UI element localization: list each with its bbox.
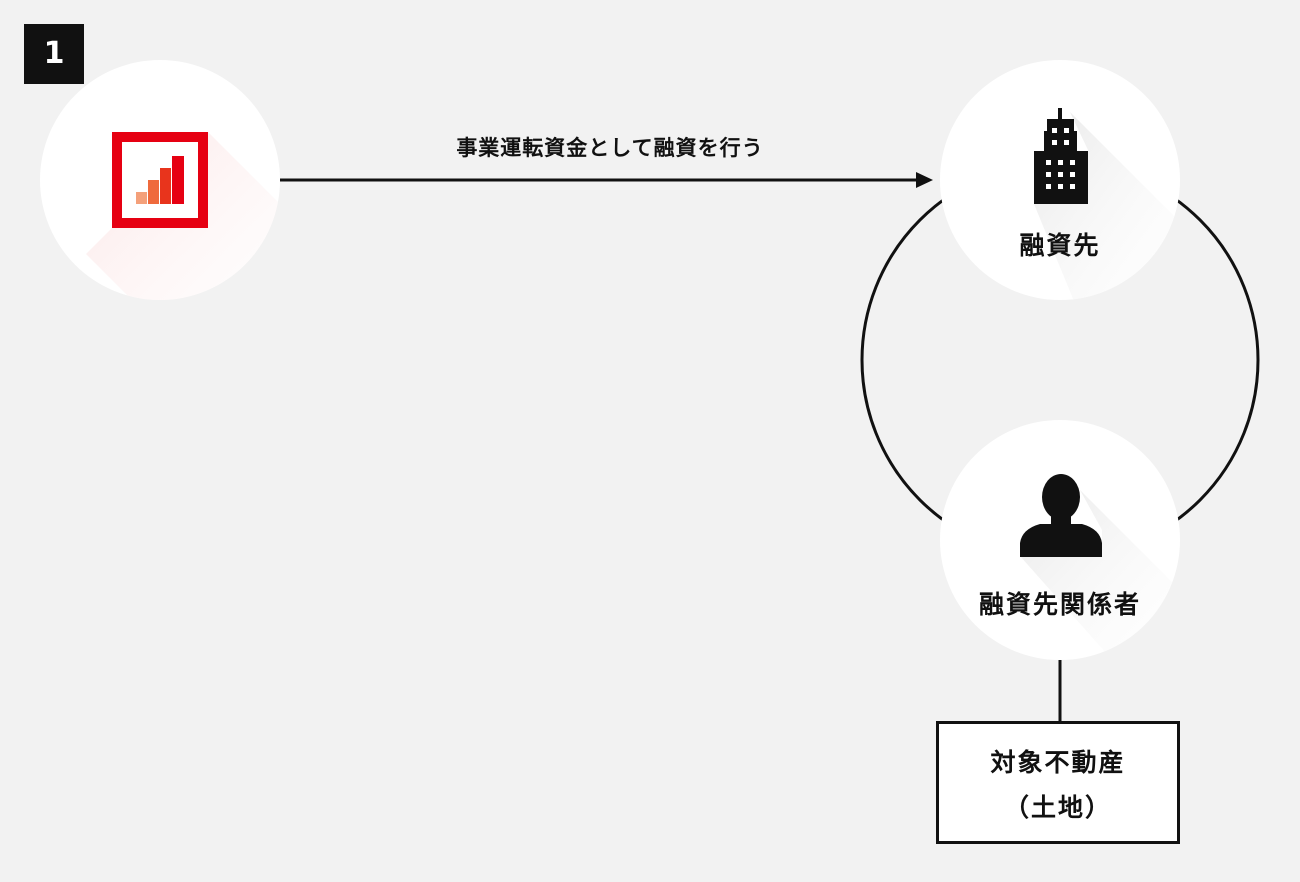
property-label: 対象不動産 — [990, 748, 1126, 777]
loan-arrow-head — [916, 172, 933, 188]
office-building-icon — [1034, 108, 1088, 204]
related-party-node — [940, 420, 1180, 660]
property-box — [936, 721, 1180, 844]
borrower-node — [940, 60, 1180, 300]
lender-node — [40, 60, 280, 300]
loan-arrow-label: 事業運転資金として融資を行う — [456, 136, 764, 160]
borrower-label: 融資先 — [1019, 231, 1101, 260]
related-party-label: 融資先関係者 — [978, 590, 1141, 619]
property-sublabel: （土地） — [1003, 793, 1112, 822]
person-silhouette-icon — [1020, 474, 1102, 557]
step-number-badge: 1 — [24, 24, 84, 84]
bar-chart-logo-icon — [112, 132, 208, 228]
